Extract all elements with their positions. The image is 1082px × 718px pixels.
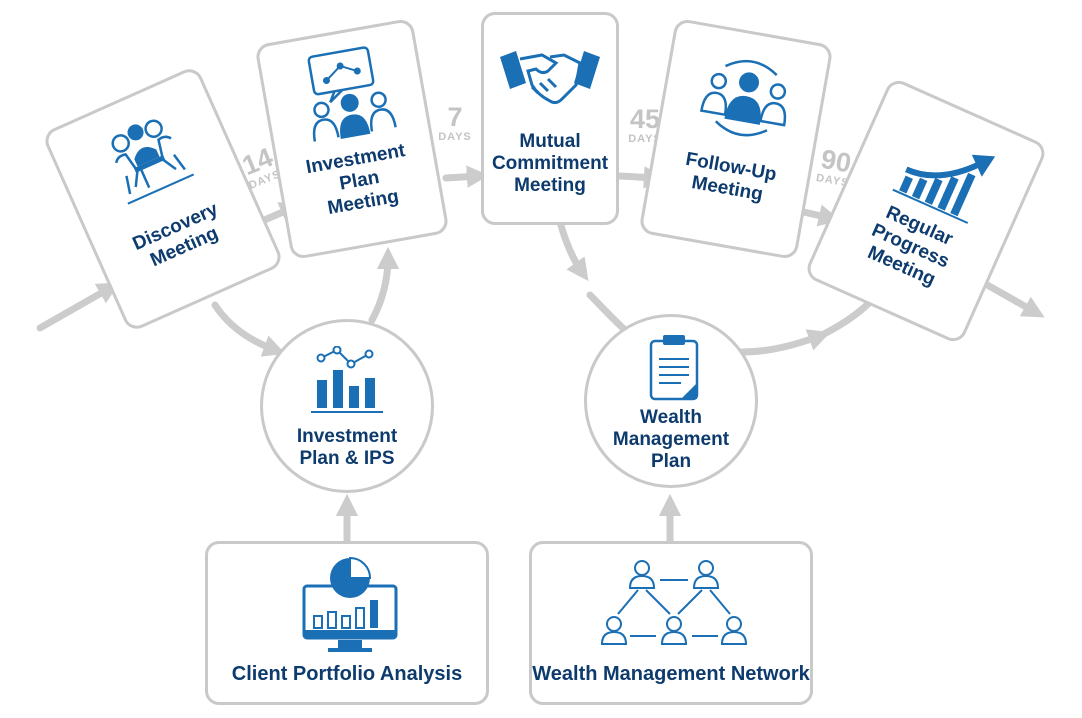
arrow-wmp-to-progress xyxy=(738,329,831,356)
arrow-discovery-to-ips xyxy=(211,301,286,357)
growth-chart-arrow-icon xyxy=(892,154,996,224)
interval-label: 45 DAYS xyxy=(615,104,675,146)
box-client-portfolio-analysis: Client Portfolio Analysis xyxy=(205,541,489,705)
box-wealth-management-network: Wealth Management Network xyxy=(529,541,813,705)
arrow-wmp-to-progress-tail xyxy=(816,298,874,340)
arrow-commitment-to-wmp xyxy=(586,291,629,334)
interval-unit: DAYS xyxy=(438,131,472,143)
interval-label: 7 DAYS xyxy=(425,102,485,144)
handshake-icon xyxy=(500,51,600,105)
people-network-icon xyxy=(600,560,748,645)
box-title: Wealth Management Network xyxy=(532,663,810,685)
entry-arrow xyxy=(36,282,120,332)
interval-number: 7 xyxy=(447,102,463,132)
arrow-commitment-down xyxy=(556,218,589,282)
arrow-ips-to-investment xyxy=(368,246,400,324)
interval-number: 45 xyxy=(629,104,661,134)
discovery-meeting-icon xyxy=(111,119,195,205)
clipboard-document-icon xyxy=(649,335,699,401)
arrow-investment-to-commitment xyxy=(442,165,490,188)
interval-unit: DAYS xyxy=(628,133,662,145)
box-title: Client Portfolio Analysis xyxy=(231,663,463,685)
bar-line-chart-icon xyxy=(311,346,383,413)
monitor-analytics-icon xyxy=(302,556,398,652)
team-cycle-icon xyxy=(699,59,787,137)
presentation-team-icon xyxy=(307,46,397,142)
